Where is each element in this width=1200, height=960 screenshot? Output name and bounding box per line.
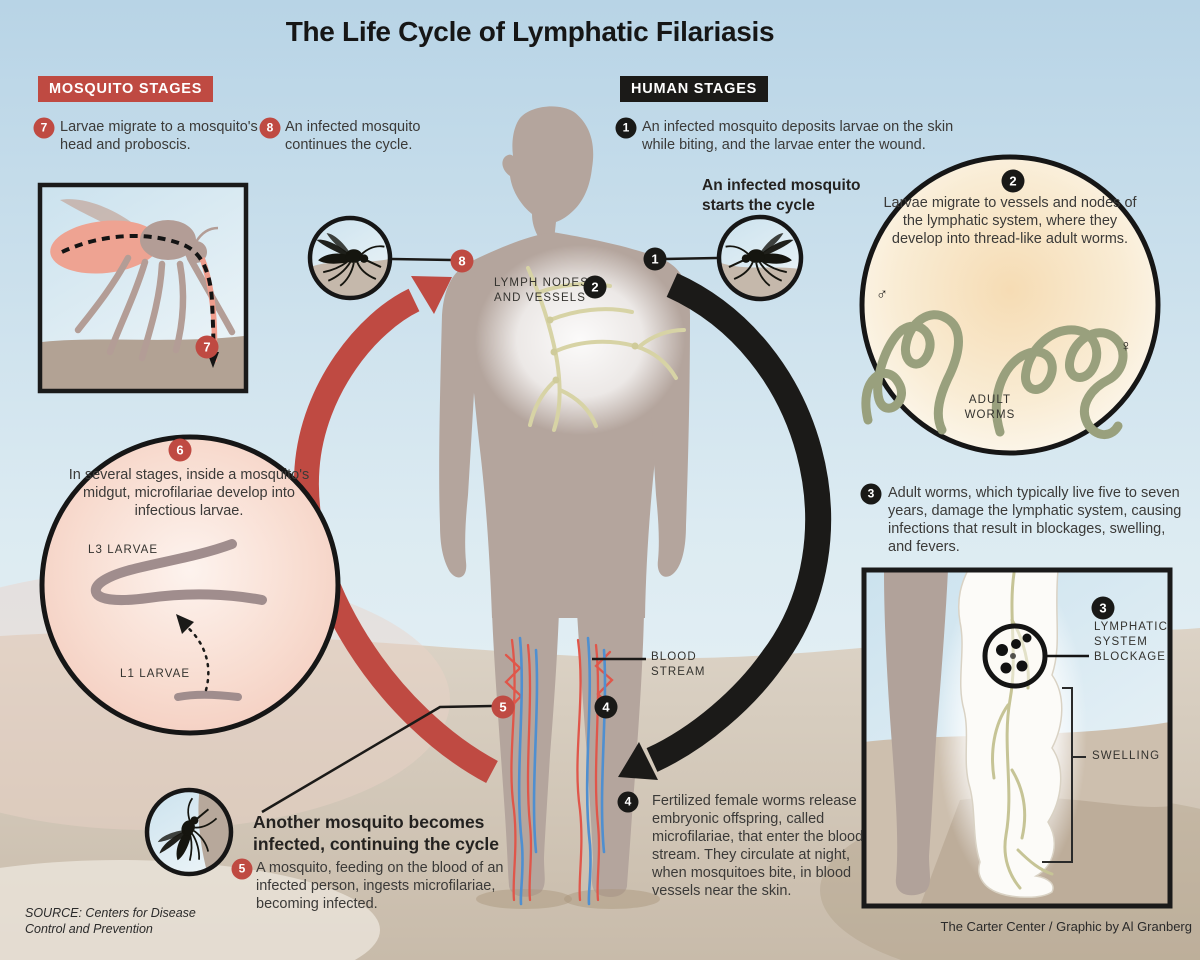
- swelling-bracket: [1042, 687, 1086, 863]
- shoulder-badge-1: 1: [643, 247, 667, 271]
- badge1-to-circle1-line: [663, 256, 718, 261]
- step-1-text: An infected mosquito deposits larvae on …: [642, 119, 954, 153]
- step6-circle: [39, 434, 341, 736]
- mosquito-stages-header: MOSQUITO STAGES: [38, 76, 214, 102]
- step-8-text: An infected mosquito continues the cycle…: [285, 119, 421, 153]
- page-title: The Life Cycle of Lymphatic Filariasis: [285, 16, 775, 47]
- mosquito-head-box: [37, 182, 249, 394]
- chest-lymph-vessels: [526, 266, 686, 432]
- mosquito-circle-8: [307, 215, 393, 301]
- ground-light-patch: [0, 860, 380, 960]
- l1-larvae-worm: [174, 690, 242, 701]
- another-mosquito-callout: Another mosquito becomes infected, conti…: [253, 812, 500, 854]
- mosquito-circle-5: [144, 787, 234, 877]
- step2-circle: [859, 154, 1161, 456]
- mosquito-legs: [74, 254, 236, 362]
- human-stages-header: HUMAN STAGES: [620, 76, 769, 102]
- step-7-text: Larvae migrate to a mosquito's head and …: [60, 119, 258, 153]
- larvae-dashed-arrow: [184, 624, 210, 692]
- circle8-to-badge8-line: [391, 257, 453, 262]
- chest-badge-2: 2: [583, 275, 607, 299]
- connector-lines: [261, 256, 718, 814]
- lymph-nodes-label: LYMPH NODES AND VESSELS: [494, 277, 589, 304]
- swollen-leg-box: [861, 567, 1173, 909]
- leg-badge-5: 5: [491, 695, 515, 719]
- leg-badge-4: 4: [594, 695, 618, 719]
- blood-stream-label: BLOOD STREAM: [651, 651, 706, 678]
- mosquito-thorax: [140, 220, 196, 260]
- midgut-circle-badge-6: 6: [168, 438, 192, 462]
- adult-worms-drawing: [861, 310, 1128, 439]
- l3-larvae-worm: [90, 539, 267, 605]
- step-5-badge: 5: [231, 858, 253, 880]
- shoulder-badge-8: 8: [450, 249, 474, 273]
- blood-vessels: [504, 636, 614, 906]
- step-7-badge: 7: [33, 117, 55, 139]
- foot-shadow: [476, 889, 572, 909]
- l1-larvae-label: L1 LARVAE: [120, 668, 191, 680]
- step-3-text: Adult worms, which typically live five t…: [888, 485, 1182, 555]
- step-5-text: A mosquito, feeding on the blood of an i…: [256, 860, 504, 912]
- blockage-label: LYMPHATIC SYSTEM BLOCKAGE: [1094, 621, 1169, 663]
- start-cycle-callout: An infected mosquito starts the cycle: [702, 177, 861, 214]
- proboscis-badge-7: 7: [195, 335, 219, 359]
- leg-box-badge-3: 3: [1091, 596, 1115, 620]
- normal-leg: [884, 570, 948, 896]
- lymph-glow: [475, 245, 685, 435]
- blockage-dots: [996, 633, 1032, 674]
- step-4-text: Fertilized female worms release embryoni…: [652, 793, 864, 899]
- mosquito-abdomen: [50, 220, 160, 274]
- worm-circle-badge-2: 2: [1001, 169, 1025, 193]
- larvae-path-arrow: [61, 233, 216, 357]
- step-8-badge: 8: [259, 117, 281, 139]
- graphic-credit: The Carter Center / Graphic by Al Granbe…: [940, 919, 1192, 934]
- foot-shadow: [564, 889, 660, 909]
- step-2-text: Larvae migrate to vessels and nodes of t…: [883, 195, 1137, 247]
- female-symbol: ♀: [1120, 338, 1132, 355]
- mosquito-circle-1: [716, 214, 804, 302]
- swelling-label: SWELLING: [1092, 750, 1161, 762]
- step-3-badge: 3: [860, 483, 882, 505]
- circle5-to-badge5-line: [261, 704, 493, 814]
- black-cycle-arrow: [618, 273, 832, 780]
- l3-larvae-label: L3 LARVAE: [88, 544, 159, 556]
- step-1-badge: 1: [615, 117, 637, 139]
- male-symbol: ♂: [876, 286, 888, 303]
- source-credit: SOURCE: Centers for Disease Control and …: [25, 906, 196, 937]
- lymph-nodes-dots: [546, 316, 639, 384]
- step-6-text: In several stages, inside a mosquito's m…: [68, 467, 310, 519]
- step-4-badge: 4: [617, 791, 639, 813]
- skin: [42, 336, 244, 391]
- adult-worms-label: ADULT WORMS: [964, 394, 1016, 421]
